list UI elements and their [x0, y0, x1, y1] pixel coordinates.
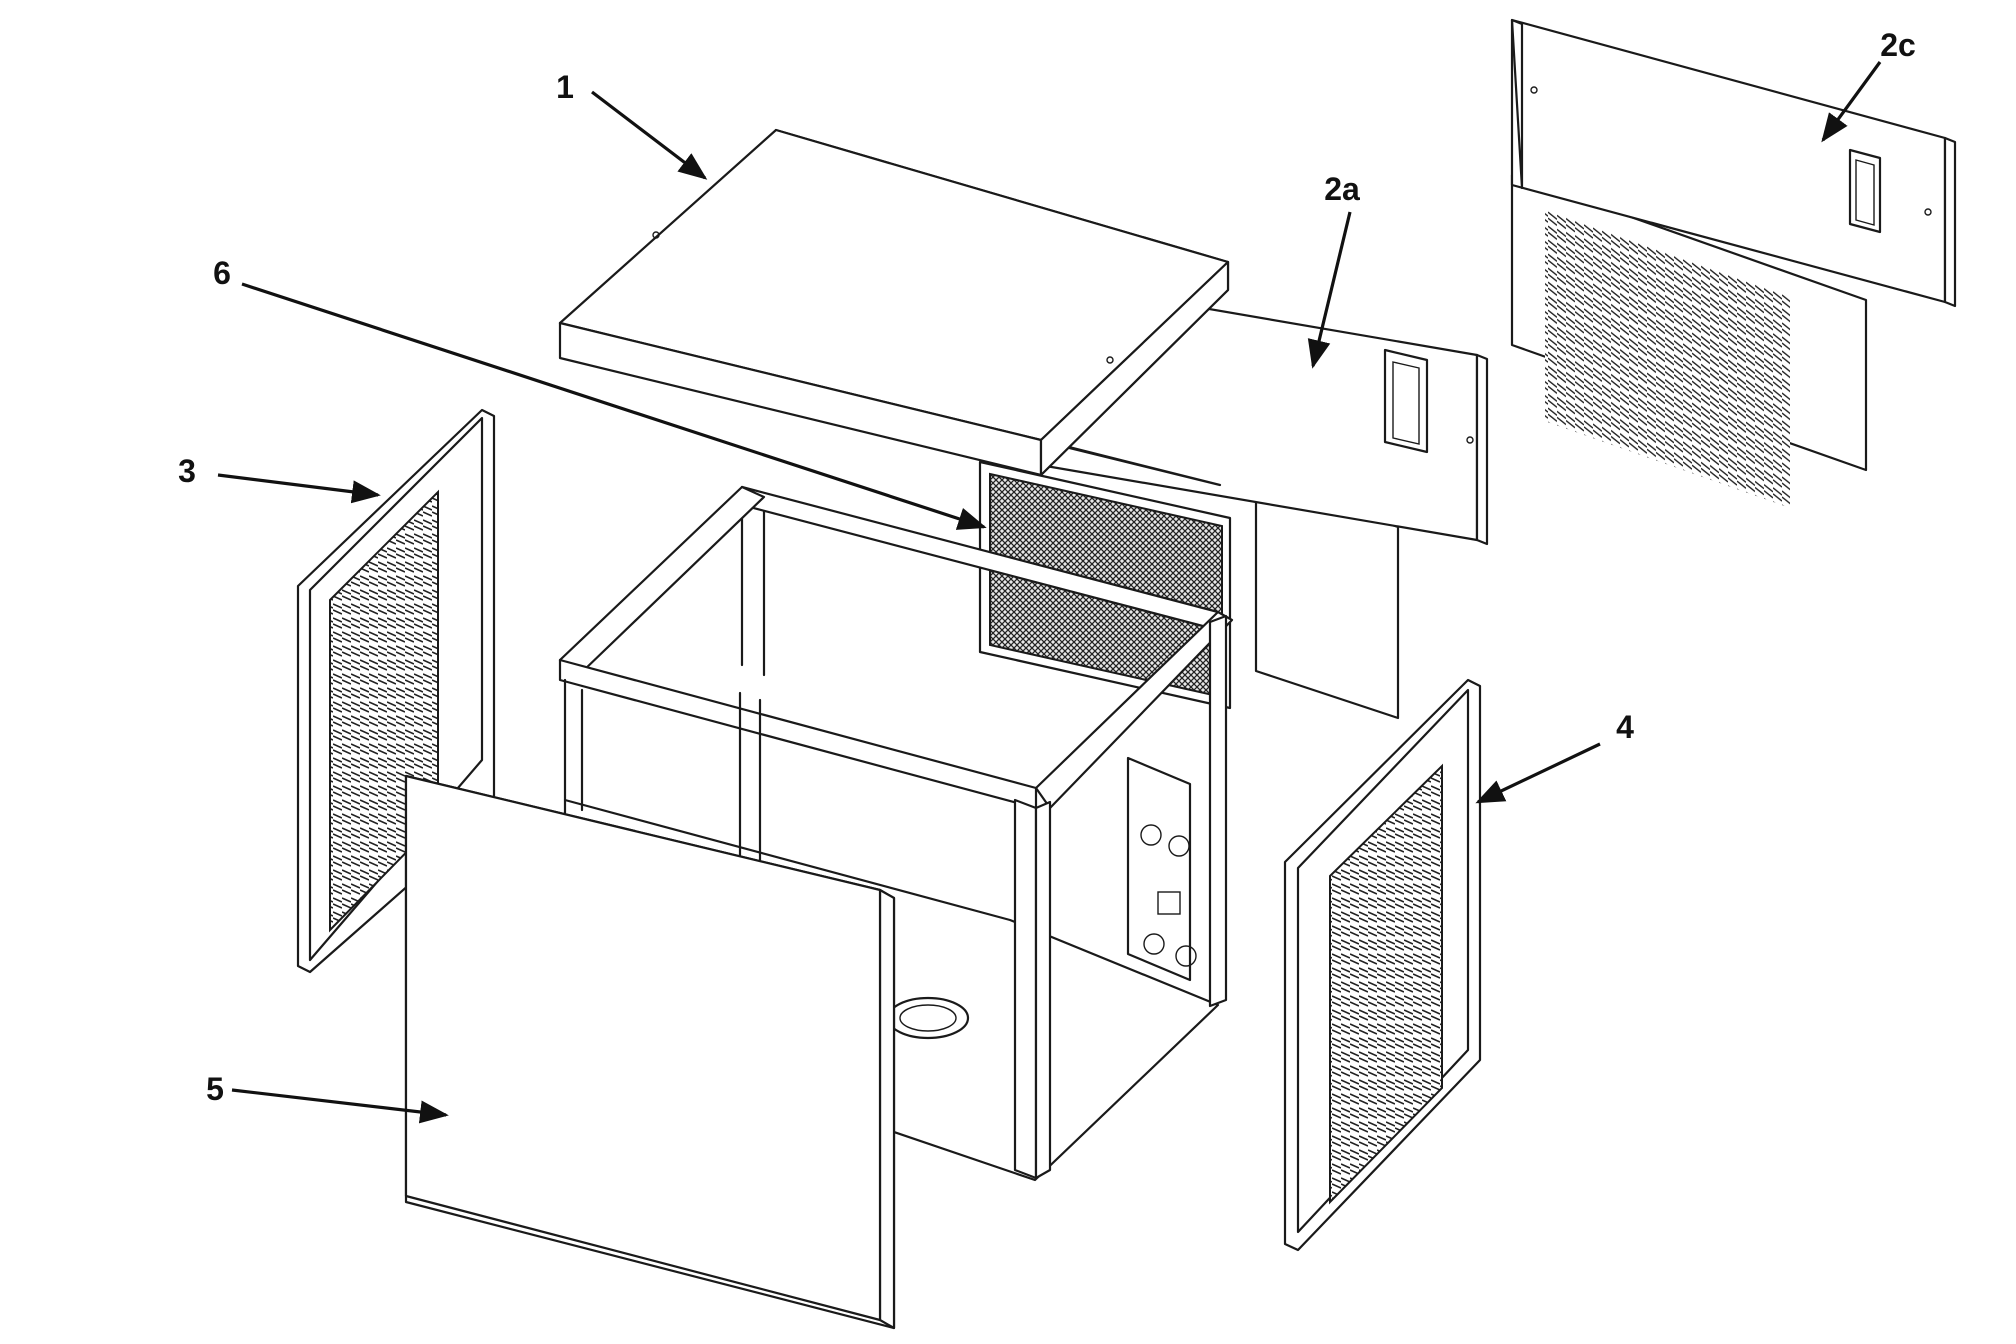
rear-panel-2c: [1510, 18, 1957, 508]
callout-2a: 2a: [1307, 171, 1360, 369]
leader-arrow-1: [591, 90, 708, 180]
leader-arrow-3: [217, 473, 381, 504]
callout-6: 6: [213, 255, 987, 530]
callout-5: 5: [206, 1071, 449, 1124]
callout-label-2a: 2a: [1324, 171, 1360, 207]
leader-arrow-2a: [1307, 211, 1352, 369]
callout-3: 3: [178, 453, 381, 504]
front-panel-5: [404, 774, 896, 1330]
side-panel-3: [296, 408, 496, 974]
callout-label-3: 3: [178, 453, 196, 489]
callout-label-6: 6: [213, 255, 231, 291]
callout-1: 1: [556, 69, 708, 180]
leader-arrow-2c: [1821, 61, 1882, 143]
callout-label-4: 4: [1616, 709, 1634, 745]
leader-arrow-6: [241, 282, 987, 530]
top-cover-1: [558, 128, 1230, 487]
leader-arrow-5: [231, 1088, 449, 1124]
callout-4: 4: [1475, 709, 1634, 804]
leader-arrow-4: [1475, 742, 1601, 804]
side-panel-4: [1283, 678, 1482, 1252]
callout-2c: 2c: [1821, 27, 1916, 143]
callout-label-5: 5: [206, 1071, 224, 1107]
callout-label-2c: 2c: [1880, 27, 1916, 63]
callout-label-1: 1: [556, 69, 574, 105]
